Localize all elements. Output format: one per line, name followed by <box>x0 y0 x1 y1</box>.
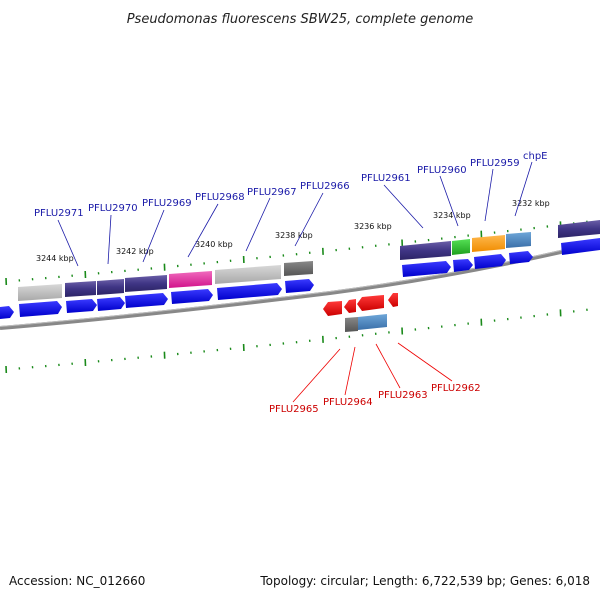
label-leader-line <box>383 184 424 229</box>
feature-block[interactable] <box>472 235 505 252</box>
label-leader-line <box>375 343 401 389</box>
tick-label: 3242 kbp <box>116 247 154 256</box>
reverse-cds-arrow[interactable] <box>344 299 356 313</box>
forward-label-lines <box>57 161 533 267</box>
label-leader-line <box>245 197 271 252</box>
label-leader-line <box>187 203 219 258</box>
gene-label[interactable]: chpE <box>523 151 548 162</box>
accession-text: Accession: NC_012660 <box>9 574 145 588</box>
gene-label[interactable]: PFLU2963 <box>378 390 428 401</box>
gene-label[interactable]: PFLU2962 <box>431 383 481 394</box>
gene-label[interactable]: PFLU2960 <box>417 165 467 176</box>
feature-block[interactable] <box>169 271 212 288</box>
gene-label[interactable]: PFLU2959 <box>470 158 520 169</box>
gene-label[interactable]: PFLU2965 <box>269 404 319 415</box>
gene-label[interactable]: PFLU2971 <box>34 208 84 219</box>
forward-cds-arrow[interactable] <box>66 299 97 313</box>
forward-cds-arrow[interactable] <box>453 259 473 272</box>
tick-label: 3232 kbp <box>512 199 550 208</box>
feature-block[interactable] <box>345 317 358 332</box>
feature-blocks-bottom <box>345 314 387 332</box>
inner-tick-ring <box>5 308 588 374</box>
feature-block[interactable] <box>65 281 96 297</box>
reverse-gene-labels: PFLU2965 PFLU2964 PFLU2963 PFLU2962 <box>269 383 481 415</box>
genome-summary-text: Topology: circular; Length: 6,722,539 bp… <box>259 574 590 588</box>
feature-block[interactable] <box>97 279 124 295</box>
gene-label[interactable]: PFLU2961 <box>361 173 411 184</box>
forward-cds-arrow[interactable] <box>285 279 314 293</box>
gene-label[interactable]: PFLU2966 <box>300 181 350 192</box>
gene-label[interactable]: PFLU2969 <box>142 198 192 209</box>
feature-block[interactable] <box>358 314 387 330</box>
outer-tick-ring <box>5 220 588 286</box>
tick-label: 3234 kbp <box>433 211 471 220</box>
label-leader-line <box>397 342 453 382</box>
tick-label: 3236 kbp <box>354 222 392 231</box>
label-leader-line <box>344 346 356 396</box>
feature-block[interactable] <box>558 220 600 238</box>
forward-cds-arrow[interactable] <box>19 301 62 317</box>
label-leader-line <box>57 219 79 267</box>
gene-label[interactable]: PFLU2970 <box>88 203 138 214</box>
label-leader-line <box>107 214 112 265</box>
forward-cds-arrow[interactable] <box>217 283 282 300</box>
gene-label[interactable]: PFLU2968 <box>195 192 245 203</box>
forward-cds-arrows <box>0 238 600 319</box>
forward-cds-arrow[interactable] <box>97 297 125 311</box>
forward-cds-arrow[interactable] <box>402 261 451 277</box>
label-leader-line <box>439 175 459 227</box>
reverse-label-lines <box>292 342 453 403</box>
tick-label: 3240 kbp <box>195 240 233 249</box>
feature-block[interactable] <box>284 261 313 276</box>
tick-label: 3238 kbp <box>275 231 313 240</box>
forward-cds-arrow[interactable] <box>125 293 168 308</box>
forward-cds-arrow[interactable] <box>0 306 14 319</box>
tick-label: 3244 kbp <box>36 254 74 263</box>
label-leader-line <box>294 192 324 247</box>
label-leader-line <box>292 348 341 403</box>
reverse-cds-arrow[interactable] <box>323 301 342 316</box>
reverse-cds-arrow[interactable] <box>388 293 398 307</box>
feature-blocks-top <box>18 220 600 301</box>
forward-cds-arrow[interactable] <box>561 238 600 255</box>
reverse-cds-arrow[interactable] <box>357 295 384 311</box>
feature-block[interactable] <box>18 284 62 301</box>
map-title: Pseudomonas fluorescens SBW25, complete … <box>127 12 474 27</box>
feature-block[interactable] <box>506 232 531 248</box>
forward-gene-labels: PFLU2971 PFLU2970 PFLU2969 PFLU2968 PFLU… <box>34 151 548 219</box>
feature-block[interactable] <box>400 241 451 260</box>
forward-cds-arrow[interactable] <box>474 254 506 269</box>
gene-label[interactable]: PFLU2964 <box>323 397 373 408</box>
label-leader-line <box>142 209 165 263</box>
feature-block[interactable] <box>452 239 470 255</box>
forward-cds-arrow[interactable] <box>509 251 533 264</box>
tick-labels: 3244 kbp 3242 kbp 3240 kbp 3238 kbp 3236… <box>36 199 550 263</box>
forward-cds-arrow[interactable] <box>171 289 213 304</box>
feature-block[interactable] <box>215 265 281 284</box>
gene-label[interactable]: PFLU2967 <box>247 187 297 198</box>
feature-block[interactable] <box>125 275 167 292</box>
label-leader-line <box>484 168 494 222</box>
reverse-cds-arrows <box>323 293 398 316</box>
label-leader-line <box>514 161 533 217</box>
